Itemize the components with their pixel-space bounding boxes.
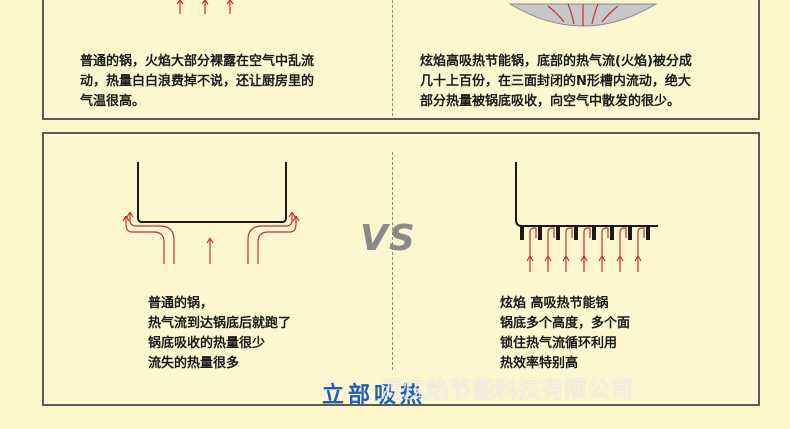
ordinary-pot-line: 热气流到达锅底后就跑了 — [148, 316, 292, 331]
top-comparison-panel — [42, 0, 760, 120]
energy-saving-pot-line: 热效率特别高 — [500, 356, 579, 371]
top-right-line: 几十上百份，在三面封闭的N形槽内流动，绝大 — [420, 74, 691, 89]
top-left-line: 普通的锅，火焰大部分裸露在空气中乱流 — [80, 54, 315, 69]
bottom-panel-divider — [392, 152, 393, 370]
ordinary-pot-diagram — [122, 162, 300, 264]
vs-label: VS — [360, 218, 416, 259]
footer-title: 立部吸热 — [322, 382, 427, 408]
energy-saving-pot-line: 炫焰 高吸热节能锅 — [500, 296, 609, 311]
ordinary-pot-line: 流失的热量很多 — [148, 356, 240, 371]
top-right-description: 炫焰高吸热节能锅，底部的热气流(火焰)被分成 几十上百份，在三面封闭的N形槽内流… — [420, 52, 692, 112]
energy-saving-pot-line: 锅底多个高度，多个面 — [500, 316, 631, 331]
top-right-pot-diagram — [508, 3, 658, 27]
company-watermark: 源炫焰节能科技有限公司 — [380, 377, 633, 403]
energy-saving-pot-line: 锁住热气流循环利用 — [500, 336, 618, 351]
energy-saving-pot-diagram — [515, 162, 658, 272]
top-panel-divider — [392, 0, 393, 116]
energy-saving-pot-description: 炫焰 高吸热节能锅 锅底多个高度，多个面 锁住热气流循环利用 热效率特别高 — [500, 294, 630, 374]
top-right-line: 部分热量被锅底吸收，向空气中散发的很少。 — [420, 94, 681, 109]
bottom-comparison-panel — [42, 132, 760, 406]
top-left-line: 气温很高。 — [80, 94, 146, 109]
top-right-line: 炫焰高吸热节能锅，底部的热气流(火焰)被分成 — [420, 54, 692, 69]
ordinary-pot-line: 普通的锅， — [148, 296, 214, 311]
ordinary-pot-line: 锅底吸收的热量很少 — [148, 336, 266, 351]
top-left-line: 动，热量白白浪费掉不说，还让厨房里的 — [80, 74, 315, 89]
ordinary-pot-description: 普通的锅， 热气流到达锅底后就跑了 锅底吸收的热量很少 流失的热量很多 — [148, 294, 291, 374]
top-left-flame-diagram — [176, 0, 234, 14]
top-left-description: 普通的锅，火焰大部分裸露在空气中乱流 动，热量白白浪费掉不说，还让厨房里的 气温… — [80, 52, 314, 112]
